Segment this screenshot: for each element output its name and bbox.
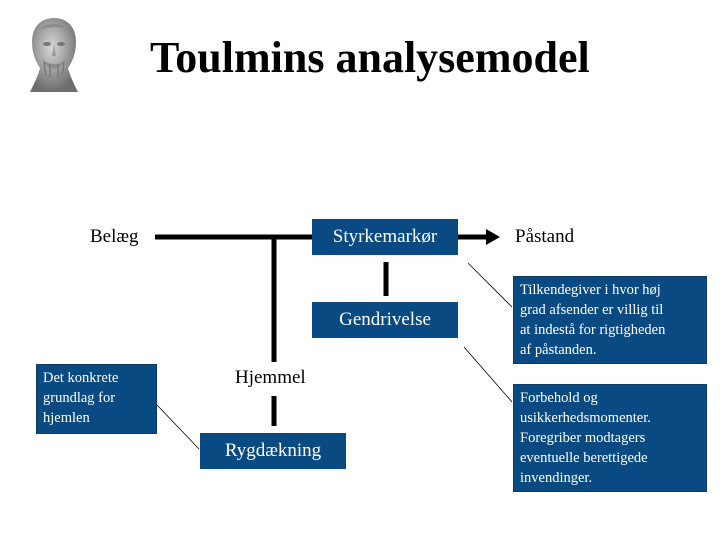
box-gendrivelse: Gendrivelse bbox=[312, 302, 458, 338]
aristotle-bust-image bbox=[30, 18, 78, 92]
leader-backing bbox=[156, 404, 200, 450]
note-line: Foregriber modtagers bbox=[520, 430, 646, 446]
note-line: af påstanden. bbox=[520, 342, 597, 358]
note-line: usikkerhedsmomenter. bbox=[520, 410, 651, 426]
leader-rebuttal bbox=[463, 346, 513, 403]
note-line: grundlag for bbox=[43, 390, 116, 406]
note-styrkemarkor: Tilkendegiver i hvor høj grad afsender e… bbox=[513, 276, 707, 364]
leader-qualifier bbox=[467, 262, 513, 308]
note-line: Tilkendegiver i hvor høj bbox=[520, 282, 661, 298]
note-gendrivelse: Forbehold og usikkerhedsmomenter. Foregr… bbox=[513, 384, 707, 492]
note-line: at indestå for rigtigheden bbox=[520, 322, 666, 338]
label-pastand: Påstand bbox=[515, 226, 575, 247]
page-title: Toulmins analysemodel bbox=[150, 33, 590, 82]
note-line: Forbehold og bbox=[520, 390, 598, 406]
box-rygdaekning: Rygdækning bbox=[200, 433, 346, 469]
note-line: hjemlen bbox=[43, 410, 90, 426]
label-belaeg: Belæg bbox=[90, 226, 139, 247]
note-line: grad afsender er villig til bbox=[520, 302, 664, 318]
note-line: Det konkrete bbox=[43, 370, 119, 386]
box-styrkemarkor: Styrkemarkør bbox=[312, 219, 458, 255]
note-line: eventuelle berettigede bbox=[520, 450, 648, 466]
note-rygdaekning: Det konkrete grundlag for hjemlen bbox=[36, 364, 157, 434]
label-hjemmel: Hjemmel bbox=[235, 367, 306, 388]
arrow-head bbox=[486, 229, 500, 245]
note-line: invendinger. bbox=[520, 470, 593, 486]
